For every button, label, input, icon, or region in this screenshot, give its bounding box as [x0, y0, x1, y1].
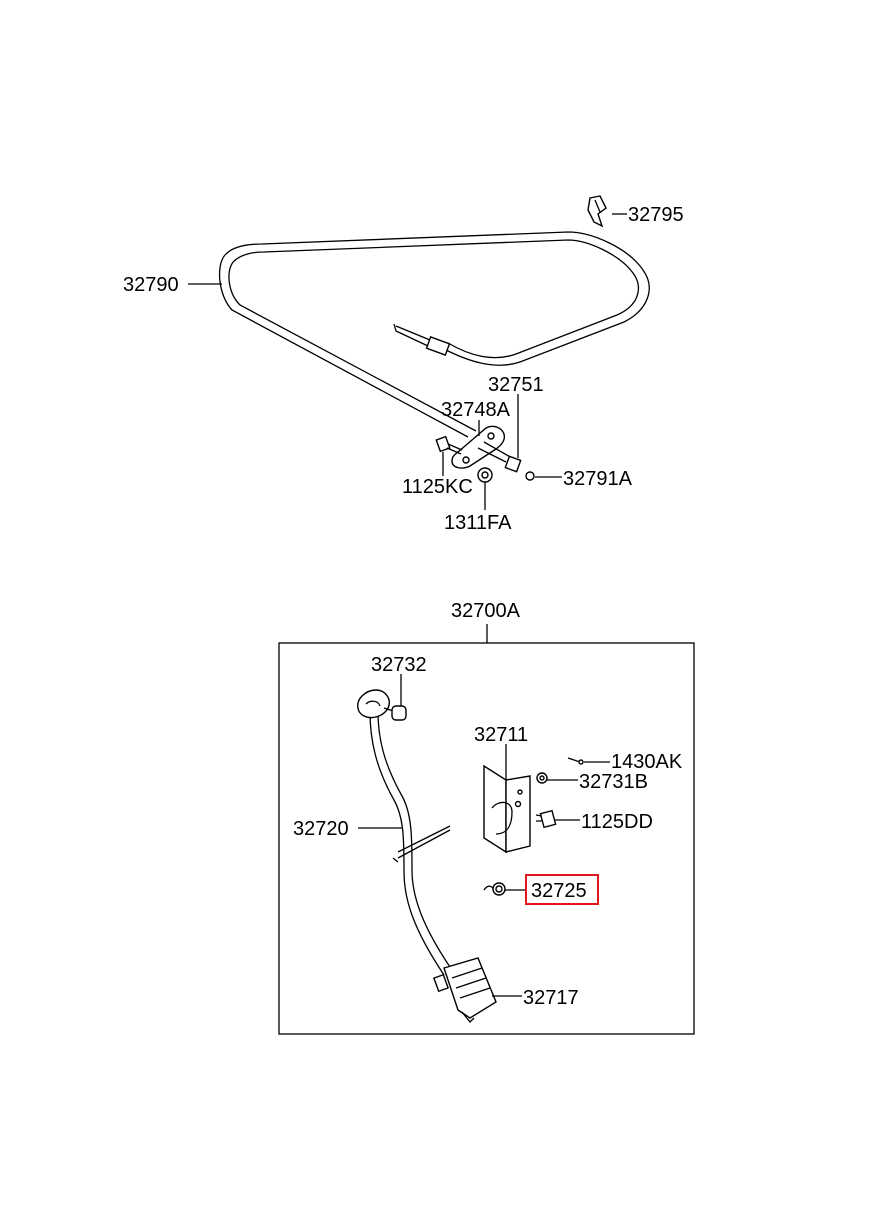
label-1125kc: 1125KC	[402, 476, 473, 498]
leader-lines-upper	[188, 213, 627, 510]
label-32711: 32711	[474, 724, 528, 746]
clip-32795	[587, 195, 607, 228]
bracket-32748a	[451, 425, 513, 469]
label-32751: 32751	[488, 374, 544, 396]
pin-1430ak	[567, 757, 584, 765]
label-32725[interactable]: 32725	[531, 880, 587, 902]
stopper-32732	[383, 705, 407, 721]
label-32732: 32732	[371, 654, 427, 676]
spring-32725	[483, 882, 506, 896]
label-32748a: 32748A	[441, 399, 511, 421]
label-1125dd: 1125DD	[581, 811, 653, 833]
label-32700a: 32700A	[451, 600, 521, 622]
pedal-arm-32720	[357, 689, 453, 976]
nut-1311fa	[477, 467, 493, 483]
label-32791a: 32791A	[563, 468, 633, 490]
leader-lines-lower	[358, 674, 610, 997]
bracket-32711	[483, 764, 531, 854]
ball-32791a	[525, 471, 535, 481]
assembly-box-32700a	[278, 642, 695, 1035]
bushing-32751	[504, 455, 522, 473]
label-32720: 32720	[293, 818, 349, 840]
label-32717: 32717	[523, 987, 579, 1009]
bolt-1125kc	[435, 435, 463, 455]
label-32790: 32790	[123, 274, 179, 296]
cable-end-fitting	[425, 336, 451, 356]
label-1430ak: 1430AK	[611, 751, 683, 773]
label-1311fa: 1311FA	[444, 512, 512, 534]
bolt-1125dd	[535, 809, 557, 829]
label-32795: 32795	[628, 204, 684, 226]
label-32731b: 32731B	[579, 771, 648, 793]
pedal-pad-32717	[433, 957, 497, 1023]
highlight-box-32725[interactable]	[525, 874, 599, 905]
accelerator-cable	[218, 231, 650, 438]
washer-32731b	[536, 772, 548, 784]
